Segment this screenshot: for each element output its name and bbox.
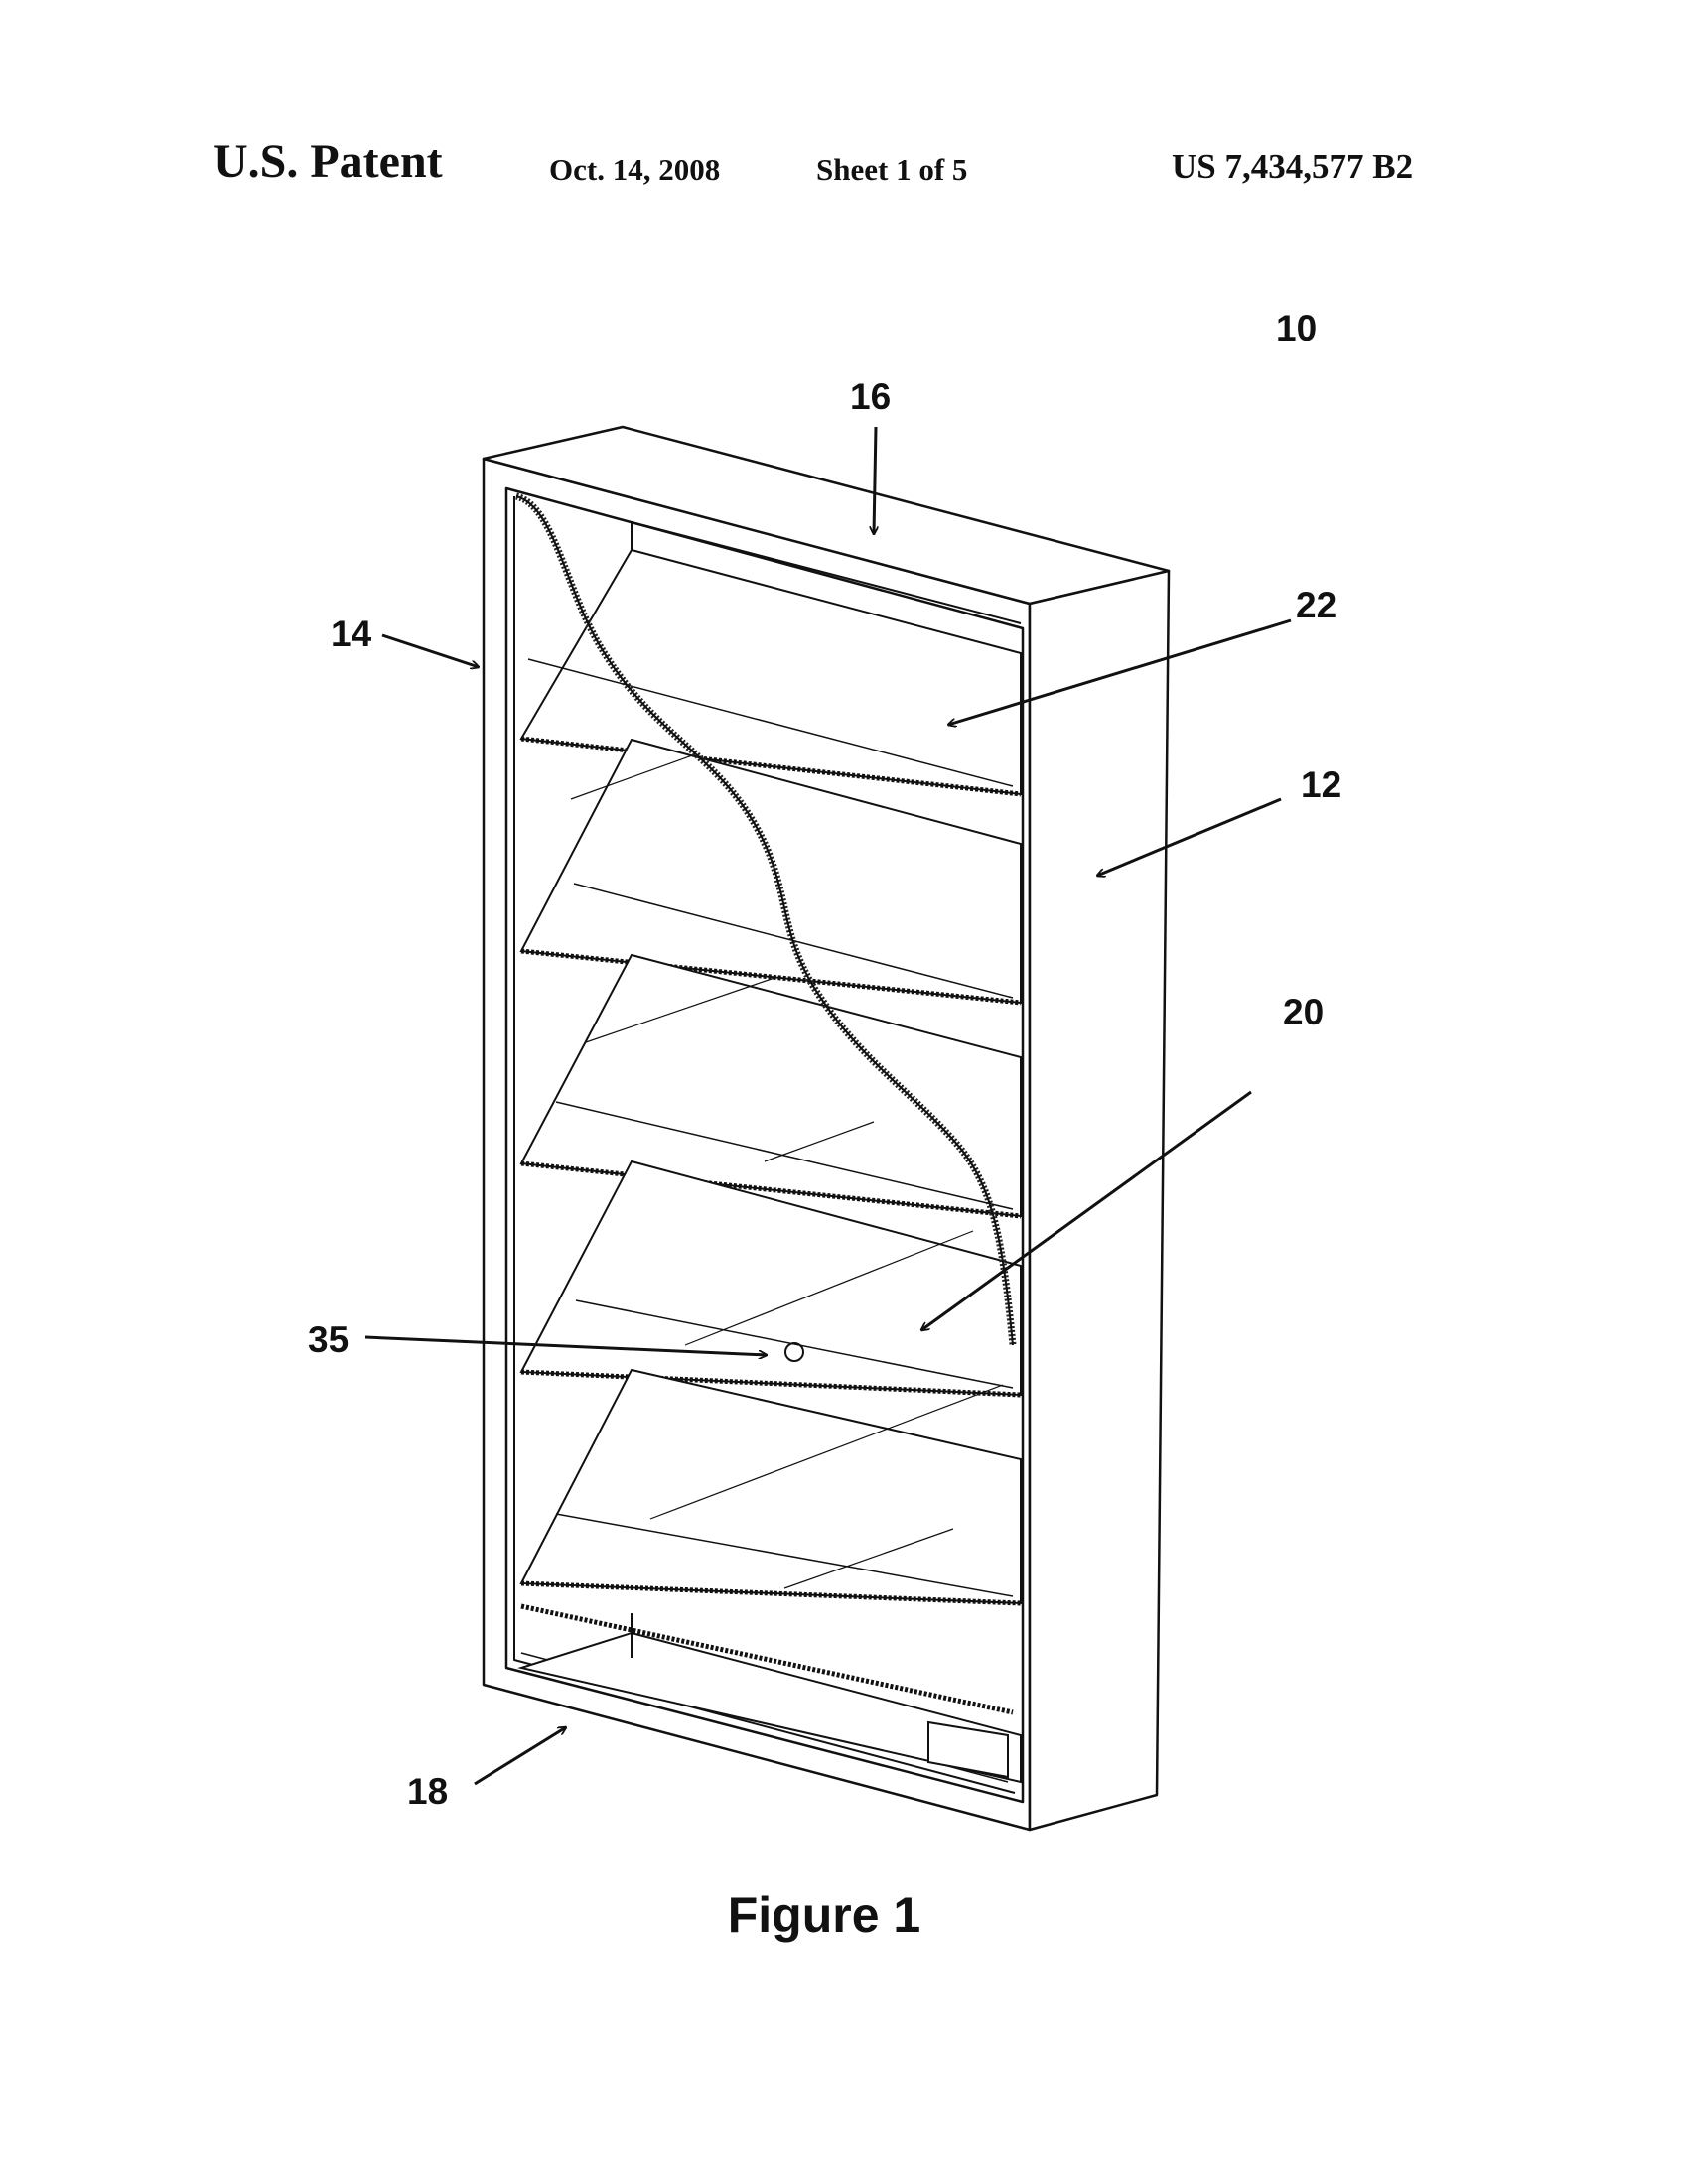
reference-numerals: 10 16 14 22 12 20 35 18 (308, 308, 1341, 1812)
ref-16: 16 (850, 376, 891, 417)
ref-20: 20 (1283, 992, 1324, 1032)
ref-35: 35 (308, 1319, 349, 1360)
ref-14: 14 (331, 614, 372, 654)
ref-18: 18 (407, 1771, 448, 1812)
ref-10: 10 (1276, 308, 1317, 348)
figure-caption-wrap: Figure 1 (0, 1886, 1688, 1944)
sheet-indicator: Sheet 1 of 5 (816, 152, 968, 187)
patent-number: US 7,434,577 B2 (1172, 147, 1414, 186)
patent-date: Oct. 14, 2008 (549, 152, 721, 187)
figure-caption: Figure 1 (727, 1887, 921, 1943)
leader-arrows (364, 426, 1292, 1786)
shelves (517, 521, 1022, 1784)
feature-hole (784, 1342, 804, 1362)
ref-22: 22 (1296, 585, 1336, 625)
ref-12: 12 (1301, 764, 1341, 805)
patent-title: U.S. Patent (213, 135, 443, 188)
page-header: U.S. Patent Oct. 14, 2008 Sheet 1 of 5 U… (0, 134, 1688, 194)
